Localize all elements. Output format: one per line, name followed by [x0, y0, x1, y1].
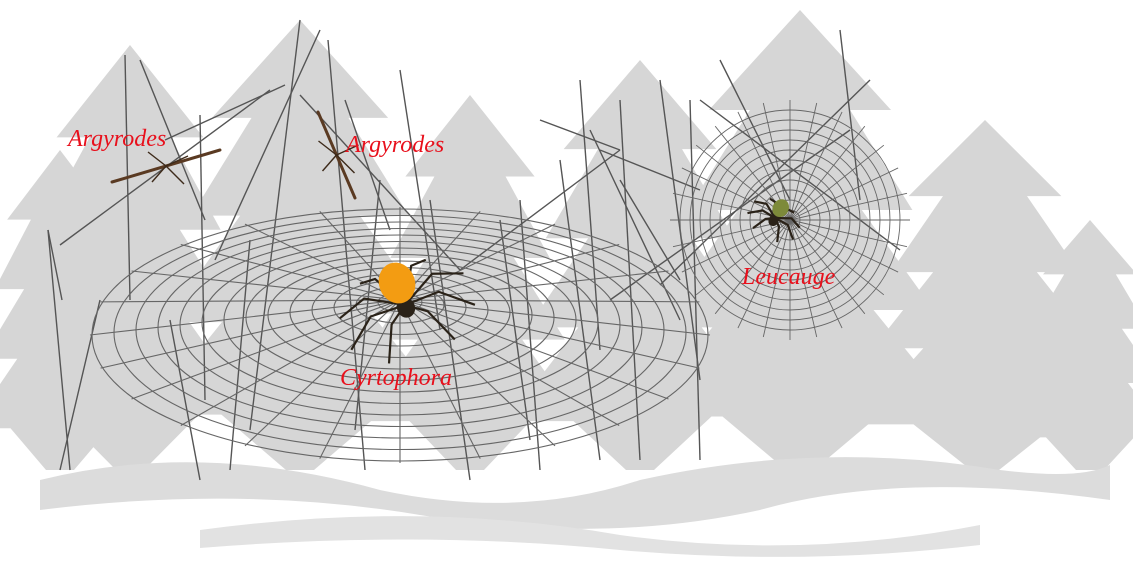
orb-radial: [681, 219, 791, 273]
silk-thread: [169, 319, 201, 481]
orb-radial: [789, 192, 908, 221]
silk-thread: [47, 229, 71, 471]
dome-radial: [131, 299, 401, 400]
silk-thread: [519, 199, 541, 471]
ground-hill: [200, 516, 980, 557]
orb-radial: [789, 219, 908, 248]
argyrodes-spider-right: [316, 110, 359, 200]
dome-radial: [180, 243, 401, 301]
dome-radial: [399, 299, 711, 336]
silk-thread: [164, 84, 286, 141]
silk-thread: [354, 179, 381, 431]
dome-radial: [399, 243, 620, 301]
argyrodes-spider-left: [110, 148, 222, 185]
spider-leg: [321, 154, 338, 172]
silk-thread: [539, 119, 621, 151]
dome-radial: [319, 299, 401, 459]
silk-thread: [719, 59, 791, 201]
silk-thread: [139, 59, 206, 221]
silk-thread: [199, 114, 206, 401]
orb-radial: [789, 219, 818, 338]
forest-silhouette-background: [0, 10, 1133, 470]
label-leucauge: Leucauge: [742, 264, 836, 290]
orb-radial: [789, 219, 899, 273]
spider-leg: [350, 303, 406, 351]
orb-radial: [789, 111, 843, 221]
silk-thread: [579, 79, 601, 351]
tree-silhouette: [0, 150, 150, 470]
dome-radial: [244, 299, 401, 447]
dome-radial: [131, 270, 401, 301]
orb-radial: [695, 219, 791, 296]
spider-leg: [339, 297, 406, 320]
spider-abdomen: [772, 199, 790, 218]
spider-leg: [165, 155, 189, 167]
scaffold-silk-threads: [47, 19, 901, 481]
spider-leg: [774, 216, 801, 229]
orb-radial: [737, 219, 791, 329]
silk-thread: [839, 29, 861, 201]
tree-silhouette: [1010, 220, 1133, 470]
dome-radial: [399, 299, 669, 400]
silk-thread: [399, 69, 441, 331]
spider-figure: [339, 258, 476, 364]
orb-radial: [762, 219, 791, 338]
leucauge-spider: [747, 197, 801, 243]
silk-thread: [689, 99, 701, 461]
ground-hills: [40, 457, 1110, 557]
silk-thread: [214, 29, 321, 261]
spider-figure: [747, 197, 801, 243]
spider-cephalothorax: [768, 215, 779, 226]
silk-thread: [499, 219, 531, 441]
spider-leg: [753, 200, 776, 219]
spider-leg: [151, 165, 167, 183]
dome-radial: [399, 299, 700, 369]
orb-radial: [789, 125, 866, 221]
dome-radial: [100, 299, 401, 303]
spider-leg: [318, 140, 337, 156]
dome-radial: [399, 299, 481, 459]
silk-thread: [59, 299, 101, 471]
spider-leg: [147, 151, 167, 167]
ground-hill: [40, 457, 1110, 529]
spider-leg: [774, 217, 795, 240]
silk-thread: [249, 19, 301, 431]
orb-radial: [789, 102, 818, 221]
silk-thread: [344, 99, 391, 231]
spider-leg: [404, 272, 464, 306]
silk-thread: [659, 79, 701, 381]
orb-radial: [789, 167, 899, 221]
orb-radial: [789, 219, 843, 329]
spider-leg: [747, 209, 776, 219]
spider-leg: [336, 154, 355, 174]
dome-radial: [89, 299, 401, 336]
spider-abdomen: [378, 262, 416, 304]
dome-radial: [180, 299, 401, 426]
orb-radial: [789, 144, 885, 221]
silk-thread: [599, 149, 701, 191]
spider-leg: [165, 165, 185, 185]
orb-radial: [789, 219, 885, 296]
label-argyrodes-right: Argyrodes: [346, 132, 445, 158]
spider-leg: [336, 144, 359, 156]
dome-radial: [399, 223, 556, 301]
dome-radial: [244, 223, 401, 301]
silk-thread: [619, 179, 681, 281]
label-argyrodes-left: Argyrodes: [68, 126, 167, 152]
silk-thread: [47, 229, 63, 301]
silk-thread: [559, 159, 601, 461]
dome-radial: [399, 299, 556, 447]
orb-radial: [789, 219, 866, 315]
dome-radial: [399, 299, 700, 303]
spider-leg: [404, 290, 476, 307]
dome-radial: [399, 270, 669, 301]
cyrtophora-spider: [339, 258, 476, 364]
silk-thread: [229, 239, 251, 471]
label-cyrtophora: Cyrtophora: [340, 365, 453, 391]
